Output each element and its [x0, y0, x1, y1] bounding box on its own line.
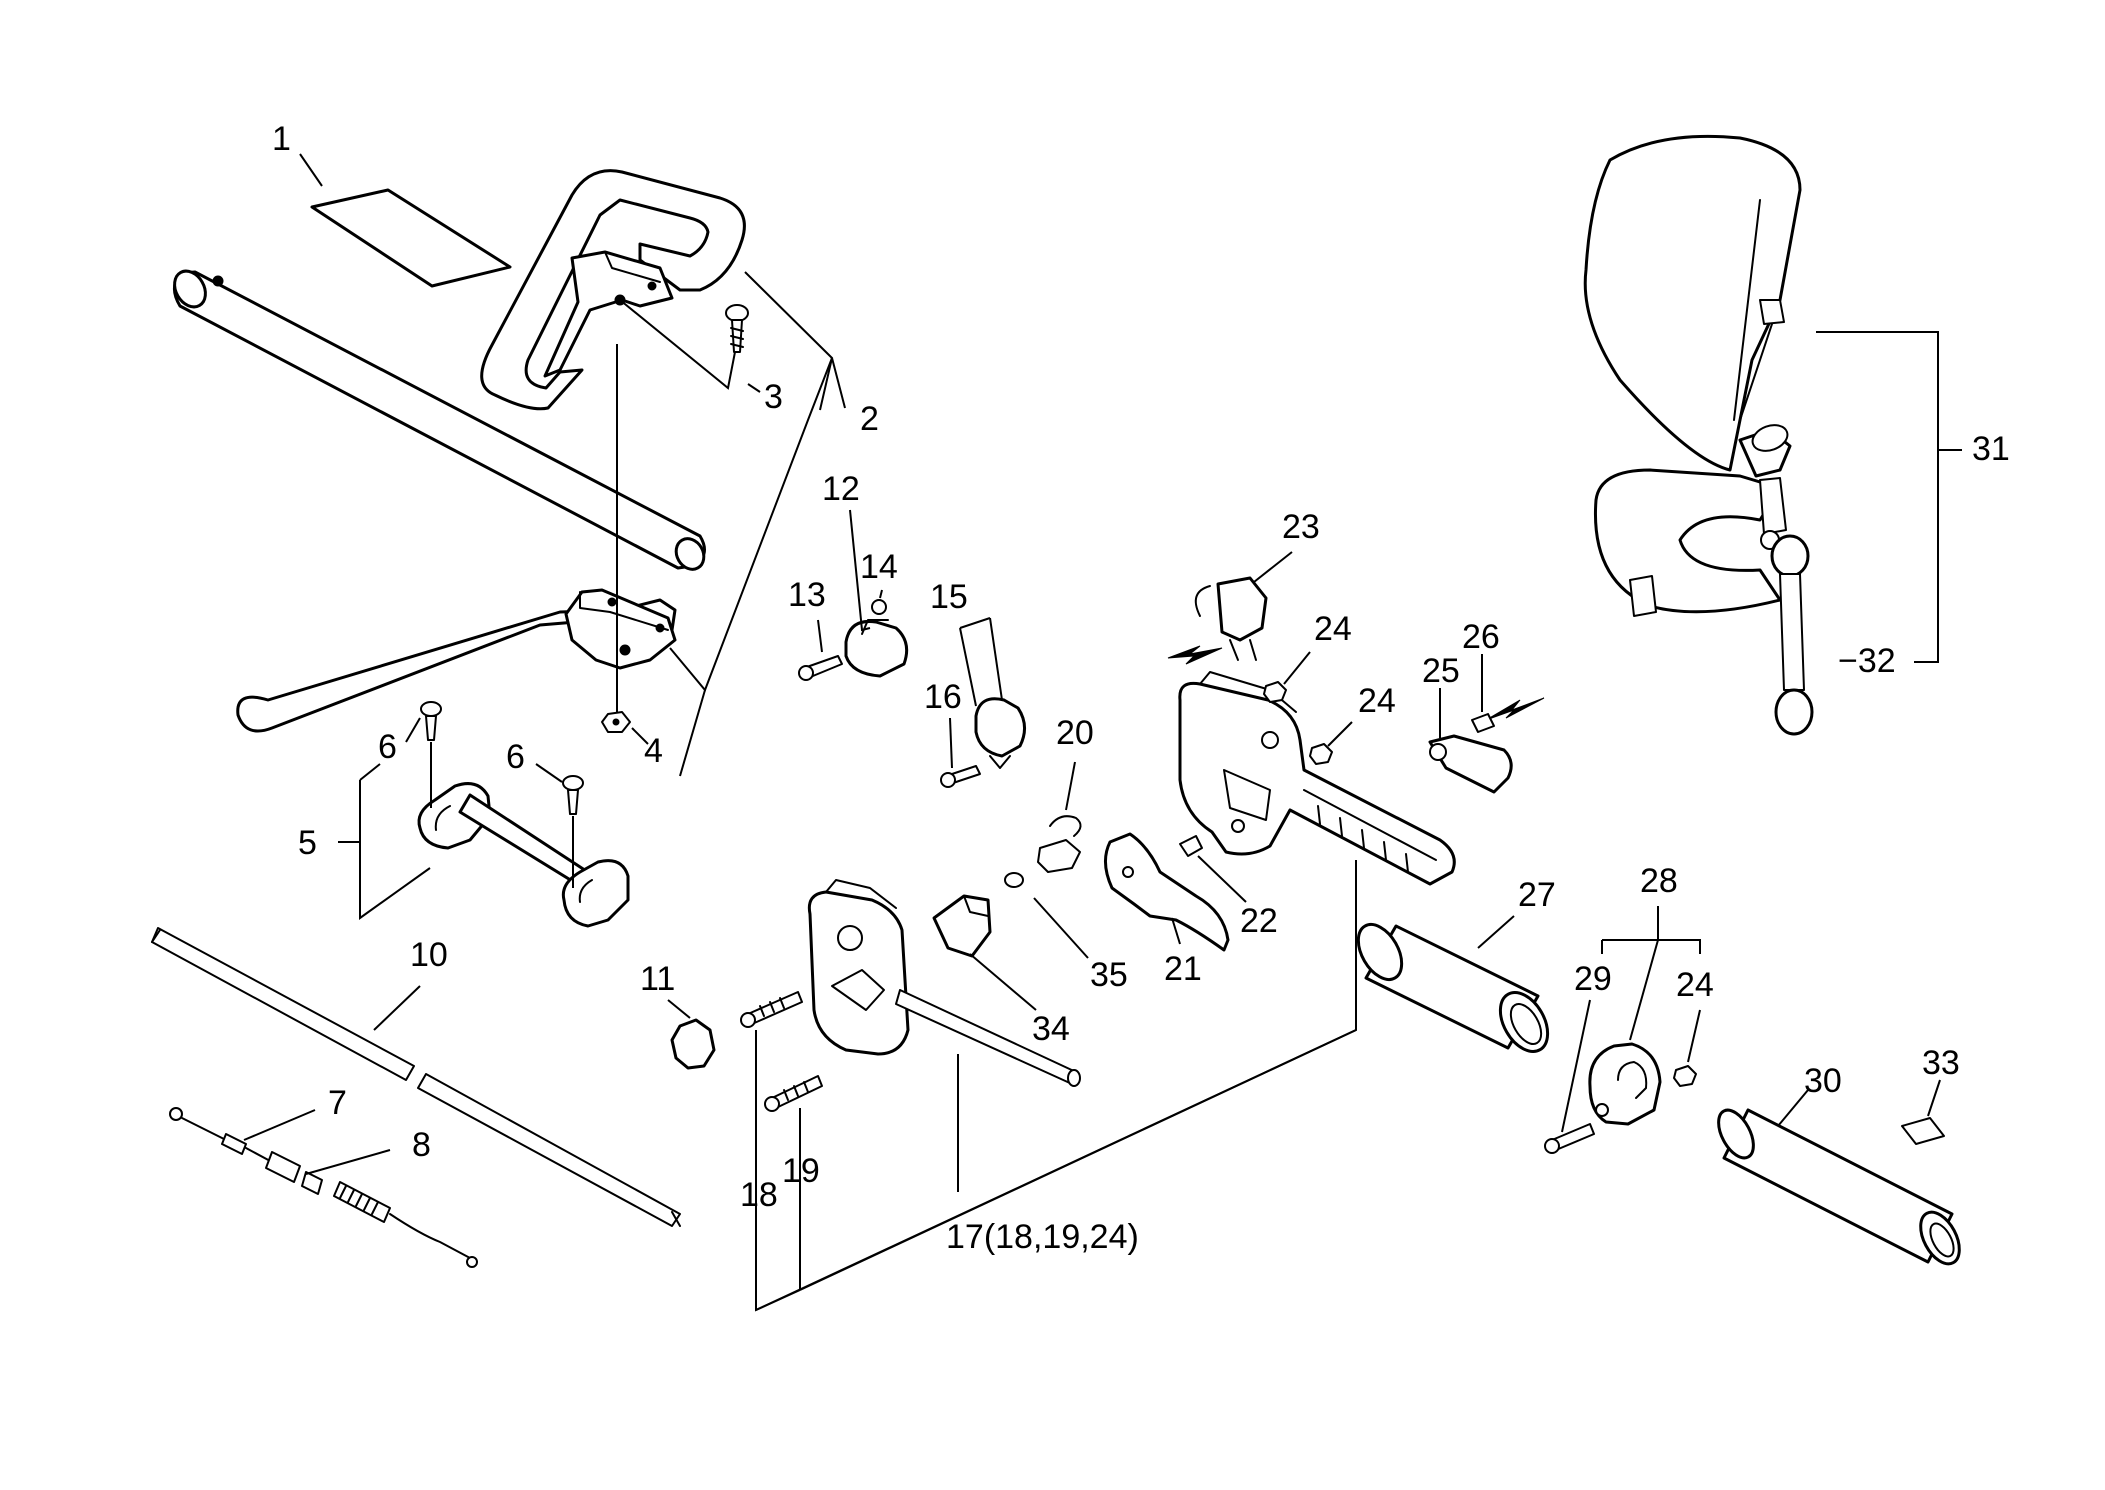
- callout-17: 17(18,19,24): [946, 1218, 1139, 1256]
- part-31-harness: [1583, 134, 1802, 617]
- callout-19: 19: [782, 1152, 820, 1190]
- part-6-screw-a: [420, 701, 442, 741]
- part-24-nut-b: [1309, 743, 1333, 765]
- callout-22: 22: [1240, 902, 1278, 940]
- part-24-nut-a: [1263, 681, 1287, 703]
- callout-24c: 24: [1676, 966, 1714, 1004]
- callout-34: 34: [1032, 1010, 1070, 1048]
- part-28-clamp: [1588, 1042, 1662, 1126]
- callout-4: 4: [644, 732, 663, 770]
- part-18-screw: [740, 991, 803, 1028]
- part-4-nut: [601, 711, 631, 733]
- part-19-screw: [764, 1075, 823, 1112]
- part-throttle-housing: [1178, 671, 1456, 886]
- callout-18: 18: [740, 1176, 778, 1214]
- part-5-bracket: [417, 782, 630, 928]
- callout-23: 23: [1282, 508, 1320, 546]
- callout-31: 31: [1972, 430, 2010, 468]
- callout-32: −32: [1838, 642, 1896, 680]
- callout-29: 29: [1574, 960, 1612, 998]
- callout-25: 25: [1422, 652, 1460, 690]
- callout-33: 33: [1922, 1044, 1960, 1082]
- part-32-snap-hook: [1770, 534, 1814, 736]
- callout-24b: 24: [1358, 682, 1396, 720]
- part-17-grip-housing: [807, 879, 1081, 1087]
- part-24-nut-c: [1673, 1065, 1697, 1087]
- callout-7: 7: [328, 1084, 347, 1122]
- part-34-switch: [932, 894, 992, 958]
- callout-35: 35: [1090, 956, 1128, 994]
- callout-28: 28: [1640, 862, 1678, 900]
- callout-20: 20: [1056, 714, 1094, 752]
- part-14-nut: [871, 599, 887, 615]
- callout-8: 8: [412, 1126, 431, 1164]
- callout-27: 27: [1518, 876, 1556, 914]
- part-7-cable-end: [169, 1107, 273, 1163]
- callout-12: 12: [822, 470, 860, 508]
- part-handle-lower-bracket: [236, 588, 677, 733]
- callout-30: 30: [1804, 1062, 1842, 1100]
- callout-2: 2: [860, 400, 879, 438]
- leader-lines: [243, 153, 1962, 1312]
- part-3-screw: [725, 304, 749, 353]
- part-1-decal: [310, 188, 512, 288]
- callout-24a: 24: [1314, 610, 1352, 648]
- part-21-trigger: [1104, 832, 1230, 952]
- part-35-spring: [1004, 872, 1024, 888]
- part-33-label: [1901, 1117, 1945, 1145]
- callout-21: 21: [1164, 950, 1202, 988]
- callout-11: 11: [640, 960, 675, 998]
- callout-15: 15: [930, 578, 968, 616]
- part-2-loop-handle: [480, 169, 746, 411]
- callout-26: 26: [1462, 618, 1500, 656]
- part-6-screw-b: [562, 775, 584, 815]
- part-29-bolt: [1544, 1123, 1595, 1154]
- callout-14: 14: [860, 548, 898, 586]
- callout-6b: 6: [506, 738, 525, 776]
- part-25-lever: [1428, 734, 1513, 794]
- part-26-spring: [1471, 713, 1495, 733]
- callout-13: 13: [788, 576, 826, 614]
- callout-3: 3: [764, 378, 783, 416]
- part-30-tube: [1717, 1108, 1961, 1266]
- part-12-clamp: [844, 619, 909, 678]
- part-16-bolt: [940, 765, 981, 788]
- arrow-indicator-left: [1167, 645, 1223, 665]
- callout-16: 16: [924, 678, 962, 716]
- part-13-bolt: [798, 655, 843, 681]
- callout-5: 5: [298, 824, 317, 862]
- part-15-clamp: [974, 697, 1026, 769]
- callout-6a: 6: [378, 728, 397, 766]
- part-11-cap: [670, 1018, 716, 1070]
- part-23-switch: [1194, 576, 1268, 661]
- callout-10: 10: [410, 936, 448, 974]
- callout-1: 1: [272, 120, 291, 158]
- part-8-cable-adjuster: [265, 1151, 478, 1268]
- part-22-spring: [1179, 835, 1203, 857]
- part-27-grip: [1356, 923, 1550, 1053]
- part-20-spring: [1037, 815, 1082, 873]
- arrow-indicator-right: [1485, 697, 1545, 721]
- part-10-drive-shaft: [151, 927, 681, 1227]
- part-main-tube-upper: [173, 269, 706, 571]
